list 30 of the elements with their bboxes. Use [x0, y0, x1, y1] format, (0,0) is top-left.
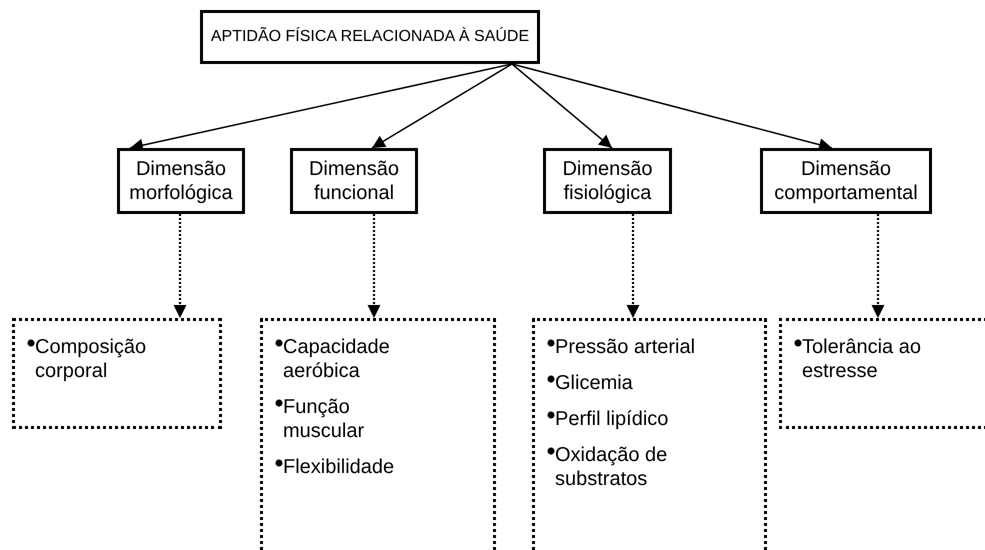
- box-title: Dimensão fisiológica: [561, 157, 654, 205]
- list-item: Pressão arterial: [555, 335, 696, 359]
- dimension-box: [117, 148, 245, 214]
- arrow: [512, 63, 832, 151]
- box-title: Dimensão morfológica: [128, 157, 234, 205]
- list-item: Glicemia: [555, 371, 633, 395]
- title-box: [200, 10, 540, 64]
- box-title: Dimensão comportamental: [773, 157, 919, 205]
- arrow: [512, 63, 612, 149]
- list-item: Perfil lipídico: [555, 407, 668, 431]
- arrow: [368, 214, 380, 318]
- arrow: [626, 214, 640, 318]
- arrow: [174, 214, 186, 318]
- arrow: [372, 63, 512, 149]
- item-list-box: [532, 318, 767, 550]
- list-item: Flexibilidade: [283, 455, 394, 479]
- box-title: Dimensão funcional: [308, 157, 400, 205]
- dimension-box: [543, 148, 672, 214]
- list-item: Função muscular: [283, 395, 366, 443]
- item-list-box: [779, 318, 985, 429]
- arrow: [872, 214, 884, 318]
- list-item: Oxidação de substratos: [555, 443, 668, 491]
- item-list-box: [260, 318, 496, 550]
- list-item: Composição corporal: [35, 335, 148, 383]
- item-list-box: [12, 318, 222, 429]
- list-item: Capacidade aeróbica: [283, 335, 391, 383]
- dimension-box: [290, 148, 418, 214]
- list-item: Tolerância ao estresse: [802, 335, 922, 383]
- box-title: APTIDÃO FÍSICA RELACIONADA À SAÚDE: [210, 26, 530, 47]
- dimension-box: [760, 148, 932, 214]
